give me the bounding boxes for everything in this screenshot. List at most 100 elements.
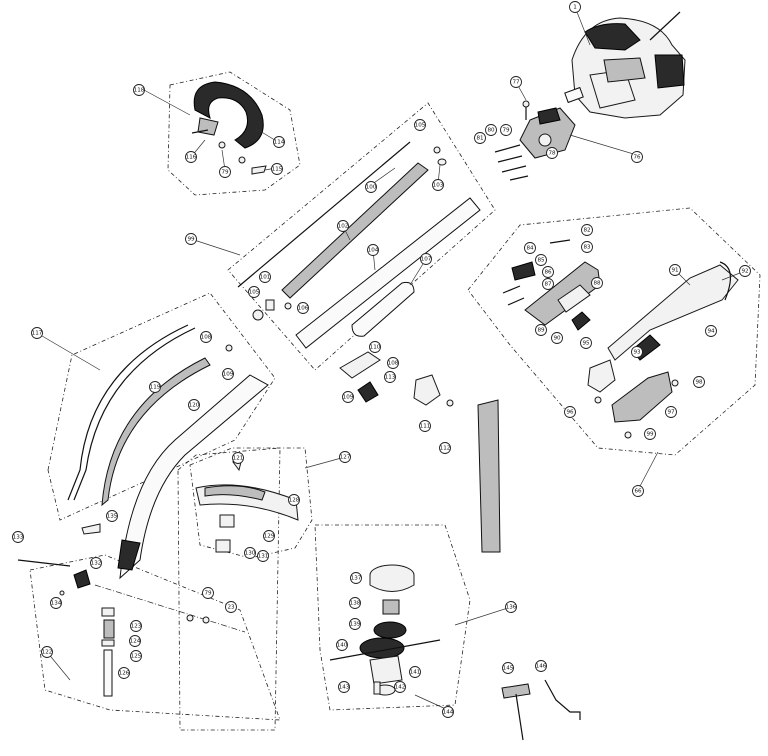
callout-number: 100 (366, 184, 377, 190)
callout-111: 111 (419, 420, 431, 432)
callout-112: 112 (439, 442, 451, 454)
throttle-group-outline (467, 207, 761, 456)
callout-circle (232, 452, 244, 464)
callout-105a: 105 (414, 119, 426, 131)
callout-number: 82 (583, 227, 590, 233)
drive-shaft-group-outline (47, 292, 276, 521)
callout-99: 99 (185, 233, 197, 245)
callout-81: 81 (474, 132, 486, 144)
callout-83: 83 (581, 241, 593, 253)
callout-circle (149, 381, 161, 393)
callout-78: 78 (546, 147, 558, 159)
callout-number: 145 (503, 665, 514, 671)
callout-number: 1 (573, 4, 577, 10)
callout-86: 86 (542, 266, 554, 278)
callout-circle (90, 557, 102, 569)
callout-number: 131 (258, 553, 269, 559)
shaft-group-outline (227, 102, 496, 371)
callout-circle (202, 587, 214, 599)
callout-113: 113 (384, 371, 396, 383)
callout-circle (130, 620, 142, 632)
callout-circle (419, 420, 431, 432)
callout-number: 95 (582, 340, 590, 346)
loop-handle-part (191, 81, 267, 175)
callout-circle (591, 277, 603, 289)
callout-number: 103 (433, 182, 444, 188)
callout-circle (420, 253, 432, 265)
callout-136: 136 (505, 601, 517, 613)
callout-circle (665, 406, 677, 418)
callout-1: 1 (569, 1, 581, 13)
callout-circle (669, 264, 681, 276)
drive-shaft-parts (237, 141, 481, 349)
callout-number: 138 (350, 600, 361, 606)
callout-circle (297, 302, 309, 314)
callout-100: 100 (365, 181, 377, 193)
callout-circle (394, 681, 406, 693)
callout-number: 106 (298, 305, 309, 311)
callout-number: 102 (338, 223, 349, 229)
callout-82: 82 (581, 224, 593, 236)
trimmer-head-parts (329, 564, 441, 696)
callout-number: 143 (339, 684, 350, 690)
callout-circle (188, 399, 200, 411)
callout-80: 80 (485, 124, 497, 136)
callout-circle (631, 151, 643, 163)
callout-number: 93 (633, 349, 641, 355)
curved-tube-parts (67, 324, 269, 580)
callout-number: 139 (350, 621, 361, 627)
callout-131: 131 (257, 550, 269, 562)
callout-circle (225, 601, 237, 613)
callout-number: 135 (107, 513, 118, 519)
callout-138: 138 (349, 597, 361, 609)
callout-number: 101 (260, 274, 271, 280)
callout-number: 80 (487, 127, 495, 133)
callout-circle (432, 179, 444, 191)
guard-group-outline (189, 447, 313, 559)
callout-number: 110 (370, 344, 381, 350)
callout-119: 119 (149, 381, 161, 393)
group-outlines (29, 71, 761, 731)
callout-circle (500, 124, 512, 136)
callout-87: 87 (542, 278, 554, 290)
callout-number: 124 (130, 638, 141, 644)
callout-circle (387, 357, 399, 369)
callout-number: 89 (537, 327, 545, 333)
callout-114: 114 (273, 136, 285, 148)
callout-number: 104 (368, 247, 379, 253)
callout-circle (505, 601, 517, 613)
callout-93: 93 (631, 346, 643, 358)
callout-99b: 99 (644, 428, 656, 440)
callout-circle (439, 442, 451, 454)
callout-109: 109 (222, 368, 234, 380)
callout-circle (349, 618, 361, 630)
lower-tube-group-outline (29, 554, 281, 721)
callout-circle (130, 650, 142, 662)
callout-circle (409, 666, 421, 678)
callout-number: 144 (443, 709, 454, 715)
callout-number: 121 (233, 455, 244, 461)
callout-number: 94 (707, 328, 715, 334)
callout-circle (384, 371, 396, 383)
callout-number: 142 (395, 684, 406, 690)
callout-94: 94 (705, 325, 717, 337)
callout-number: 130 (245, 550, 256, 556)
callout-number: 137 (351, 575, 362, 581)
callout-108: 108 (200, 331, 212, 343)
callout-number: 79 (502, 127, 510, 133)
head-group-outline (314, 524, 471, 711)
callout-circle (129, 635, 141, 647)
callout-143: 143 (338, 681, 350, 693)
callout-number: 105 (415, 122, 426, 128)
callout-85: 85 (535, 254, 547, 266)
callout-circle (632, 485, 644, 497)
callout-number: 96 (566, 409, 574, 415)
callout-number: 99 (187, 236, 195, 242)
callout-145: 145 (502, 662, 514, 674)
callout-number: 84 (526, 245, 534, 251)
callout-circle (200, 331, 212, 343)
callout-number: 109 (343, 394, 354, 400)
callout-circle (41, 646, 53, 658)
callout-circle (336, 639, 348, 651)
callout-number: 122 (42, 649, 53, 655)
